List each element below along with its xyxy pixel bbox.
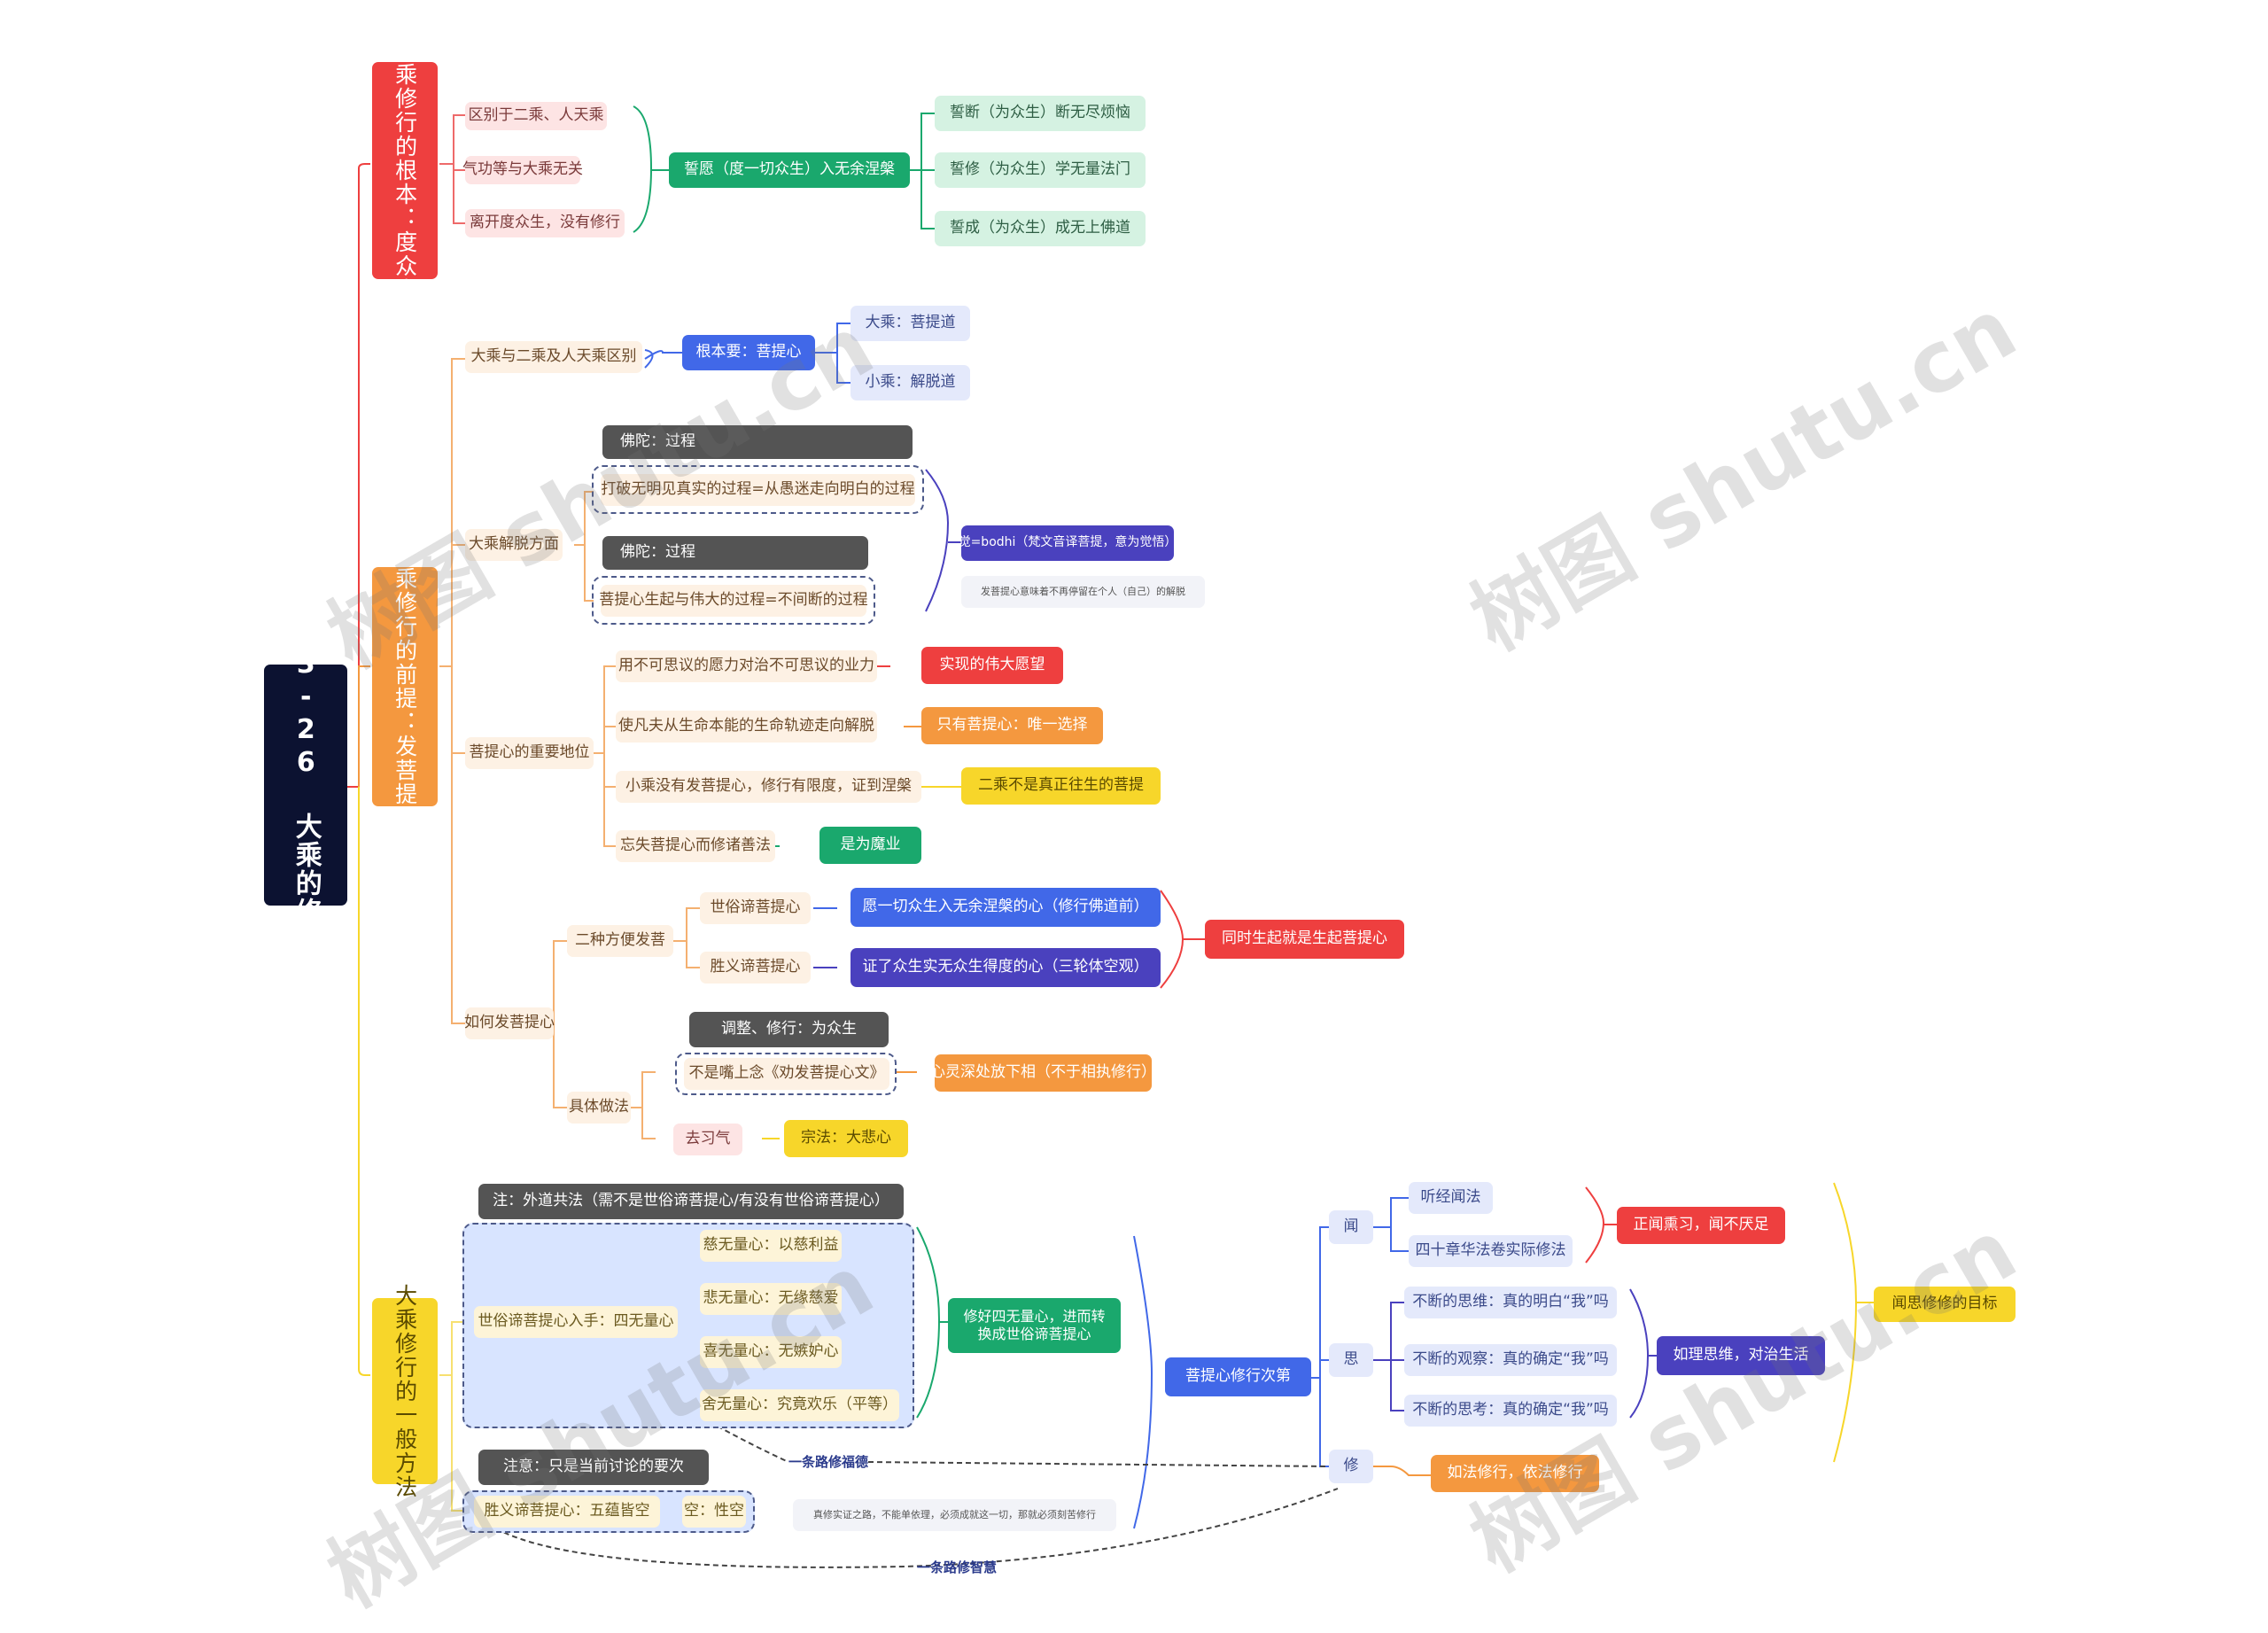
node-listen-sutras[interactable]: 听经闻法 [1409,1182,1493,1214]
node-vow-power-vs-karma[interactable]: 用不可思议的愿力对治不可思议的业力 [616,650,877,682]
node-think-self-1[interactable]: 不断的思维：真的明白“我”吗 [1404,1287,1617,1318]
node-transform-to-bodhicitta[interactable]: 修好四无量心，进而转换成世俗谛菩提心 [948,1298,1121,1353]
node-conventional-bodhicitta[interactable]: 世俗谛菩提心 [700,892,811,924]
node-importance-of-bodhicitta[interactable]: 菩提心的重要地位 [465,737,594,769]
group-label-buddha-process-2: 佛陀：过程 [602,536,868,570]
node-mahayana-distinction[interactable]: 大乘与二乘及人天乘区别 [465,341,642,373]
node-liberation-aspect[interactable]: 大乘解脱方面 [465,529,563,561]
group-label-external-common: 注：外道共法（需不是世俗谛菩提心/有没有世俗谛菩提心） [478,1184,904,1219]
node-joy[interactable]: 喜无量心：无嫉妒心 [700,1336,842,1368]
node-bodhi-awakening[interactable]: 觉=bodhi（梵文音译菩提，意为觉悟） [959,525,1177,561]
branch-general-method[interactable]: 大乘修行的一般方法 [372,1284,438,1499]
node-think-self-2[interactable]: 不断的观察：真的确定“我”吗 [1404,1344,1617,1376]
group-label-buddha-process-1: 佛陀：过程 [602,425,913,459]
node-how-to-arouse[interactable]: 如何发菩提心 [464,1007,555,1039]
node-concrete-practice[interactable]: 具体做法 [567,1092,631,1124]
group-box-process-2 [592,576,875,625]
node-break-ignorance[interactable]: 打破无明见真实的过程=从愚迷走向明白的过程 [601,474,915,506]
node-distinct-from-two-vehicles[interactable]: 区别于二乘、人天乘 [465,102,607,130]
node-vow-learn-dharma[interactable]: 誓修（为众生）学无量法门 [935,152,1146,188]
node-forget-bodhicitta[interactable]: 忘失菩提心而修诸善法 [616,830,775,862]
node-three-wheels-empty[interactable]: 证了众生实无众生得度的心（三轮体空观） [850,948,1161,987]
node-not-mere-recitation[interactable]: 不是嘴上念《劝发菩提心文》 [684,1058,889,1090]
node-not-personal-liberation[interactable]: 发菩提心意味着不再停留在个人（自己）的解脱 [961,576,1205,608]
group-label-current-focus: 注意：只是当前讨论的要次 [478,1450,709,1485]
node-ordinary-to-liberation[interactable]: 使凡夫从生命本能的生命轨迹走向解脱 [616,711,877,743]
node-reflecting[interactable]: 思 [1329,1343,1373,1377]
node-loving-kindness[interactable]: 慈无量心：以慈利益 [700,1230,842,1262]
node-wish-all-beings[interactable]: 愿一切众生入无余涅槃的心（修行佛道前） [850,888,1161,927]
group-label-adjust-practice: 调整、修行：为众生 [689,1012,889,1047]
node-real-practice-note[interactable]: 真修实证之路，不能单依理，必须成就这一切，那就必须刻苦修行 [793,1499,1116,1531]
label-path-of-merit: 一条路修福德 [788,1453,869,1470]
label-path-of-wisdom: 一条路修智慧 [916,1559,997,1575]
node-think-self-3[interactable]: 不断的思考：真的确定“我”吗 [1404,1395,1617,1427]
node-vow-attain-buddhahood[interactable]: 誓成（为众生）成无上佛道 [935,211,1146,246]
root-topic[interactable]: 23-26 大乘的修行 [264,616,347,954]
node-only-choice[interactable]: 只有菩提心：唯一选择 [921,707,1103,744]
branch-bodhicitta[interactable]: 大乘修行的前提：发菩提心 [372,543,438,830]
node-no-practice-without-beings[interactable]: 离开度众生，没有修行 [465,209,625,237]
node-practice-sequence[interactable]: 菩提心修行次第 [1165,1357,1311,1396]
node-demonic-deeds[interactable]: 是为魔业 [819,827,921,864]
node-bodhicitta-arising[interactable]: 菩提心生起与伟大的过程=不间断的过程 [599,585,868,617]
node-cultivating[interactable]: 修 [1329,1450,1373,1483]
node-equanimity[interactable]: 舍无量心：究竟欢乐（平等） [700,1389,899,1421]
node-hearing[interactable]: 闻 [1329,1210,1373,1244]
node-vow-cut-afflictions[interactable]: 誓断（为众生）断无尽烦恼 [935,96,1146,131]
node-mahayana-bodhi-path[interactable]: 大乘：菩提道 [850,306,970,341]
node-practice-by-dharma[interactable]: 如法修行，依法修行 [1431,1455,1599,1492]
node-qigong-unrelated[interactable]: 气功等与大乘无关 [462,156,583,184]
node-hinayana-limited[interactable]: 小乘没有发菩提心，修行有限度，证到涅槃 [616,771,921,803]
node-remove-habits[interactable]: 去习气 [673,1124,742,1155]
node-not-true-bodhi[interactable]: 二乘不是真正往生的菩提 [961,767,1161,805]
node-emptiness-nature[interactable]: 空：性空 [682,1496,746,1528]
node-great-compassion[interactable]: 宗法：大悲心 [784,1120,908,1157]
node-great-vow[interactable]: 誓愿（度一切众生）入无余涅槃 [669,152,910,188]
node-proper-reflection[interactable]: 如理思维，对治生活 [1657,1336,1825,1375]
node-forty-chapters[interactable]: 四十章华法卷实际修法 [1409,1235,1573,1267]
node-hinayana-liberation-path[interactable]: 小乘：解脱道 [850,365,970,400]
node-realized-great-wish[interactable]: 实现的伟大愿望 [921,647,1063,684]
group-box-concrete [675,1053,897,1095]
node-let-go-of-form[interactable]: 心灵深处放下相（不于相执修行） [930,1054,1156,1092]
node-ultimate-bodhicitta[interactable]: 胜义谛菩提心 [700,952,811,984]
node-four-immeasurables[interactable]: 世俗谛菩提心入手：四无量心 [474,1306,678,1338]
group-box-process-1 [592,465,924,514]
node-compassion[interactable]: 悲无量心：无缘慈爱 [700,1283,842,1315]
node-arise-together[interactable]: 同时生起就是生起菩提心 [1205,920,1404,959]
node-goal[interactable]: 闻思修修的目标 [1874,1287,2016,1322]
node-two-methods[interactable]: 二种方便发菩 [567,925,673,957]
node-five-aggregates-empty[interactable]: 胜义谛菩提心：五蕴皆空 [474,1496,660,1528]
node-key-bodhicitta[interactable]: 根本要：菩提心 [682,335,815,370]
node-right-hearing[interactable]: 正闻熏习，闻不厌足 [1617,1207,1785,1244]
branch-foundation[interactable]: 大乘修行的根本：度众生 [372,39,438,302]
